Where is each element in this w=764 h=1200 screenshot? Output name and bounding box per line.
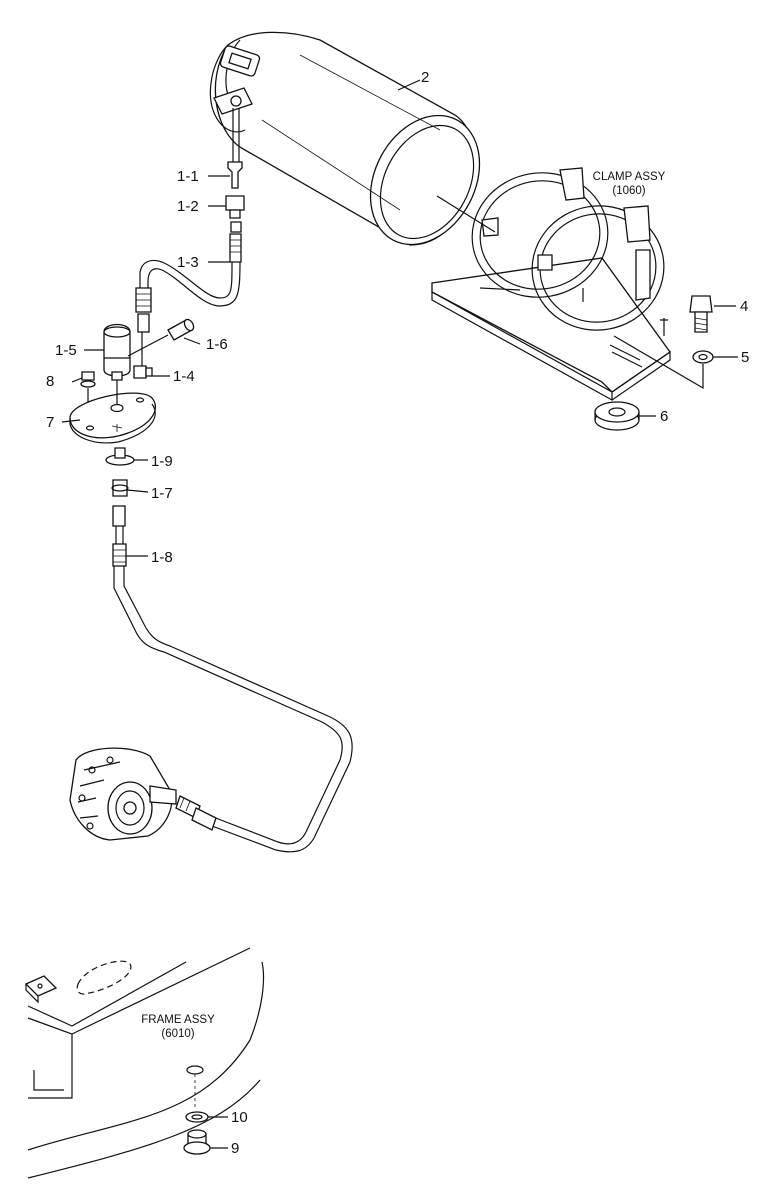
callout-1-8: 1-8 bbox=[151, 549, 173, 566]
callout-1-2: 1-2 bbox=[177, 198, 199, 215]
regulator-hose-group bbox=[105, 447, 353, 853]
hose-end-1-3 bbox=[229, 233, 242, 263]
callout-9: 9 bbox=[231, 1140, 239, 1157]
clamp-hardware bbox=[594, 295, 714, 431]
callout-7: 7 bbox=[46, 414, 54, 431]
callout-2: 2 bbox=[421, 69, 429, 86]
callout-5: 5 bbox=[741, 349, 749, 366]
callout-1-1: 1-1 bbox=[177, 168, 199, 185]
bolt-8 bbox=[81, 371, 95, 381]
frame-assy-name: FRAME ASSY bbox=[141, 1014, 215, 1026]
gasket-10 bbox=[185, 1111, 209, 1123]
callout-leaders bbox=[61, 79, 738, 1149]
vaporizer-regulator bbox=[69, 747, 177, 841]
clamp-assy-code: (1060) bbox=[612, 185, 645, 197]
elbow-1-4 bbox=[133, 365, 147, 379]
callout-6: 6 bbox=[660, 408, 668, 425]
clamp-assembly bbox=[431, 167, 671, 402]
callout-labels: 2 1-1 1-2 1-3 1-4 1-5 1-6 1-7 1-8 1-9 4 … bbox=[46, 69, 749, 1157]
callout-1-3: 1-3 bbox=[177, 254, 199, 271]
bolt-head-4 bbox=[689, 295, 713, 313]
callout-8: 8 bbox=[46, 373, 54, 390]
callout-1-6: 1-6 bbox=[206, 336, 228, 353]
callout-1-4: 1-4 bbox=[173, 368, 195, 385]
frame-assembly bbox=[24, 947, 265, 1179]
callout-10: 10 bbox=[231, 1109, 248, 1126]
hose-end-1-8 bbox=[112, 543, 127, 567]
bolt-shank-4 bbox=[694, 311, 708, 333]
solenoid-1-5 bbox=[103, 323, 131, 377]
callout-1-9: 1-9 bbox=[151, 453, 173, 470]
clamp-assy-name: CLAMP ASSY bbox=[593, 171, 666, 183]
tank-fittings bbox=[135, 161, 245, 333]
fitting-1-1 bbox=[227, 161, 243, 189]
washer-5 bbox=[692, 350, 714, 364]
fitting-1-2 bbox=[225, 195, 245, 211]
frame-assy-code: (6010) bbox=[161, 1028, 194, 1040]
callout-1-5: 1-5 bbox=[55, 342, 77, 359]
lpg-tank bbox=[209, 31, 481, 246]
callout-1-7: 1-7 bbox=[151, 485, 173, 502]
solenoid-valve-group bbox=[69, 318, 195, 444]
fitting-1-7 bbox=[112, 479, 128, 497]
assembly-labels: CLAMP ASSY (1060) FRAME ASSY (6010) bbox=[141, 171, 665, 1040]
callout-4: 4 bbox=[740, 298, 748, 315]
